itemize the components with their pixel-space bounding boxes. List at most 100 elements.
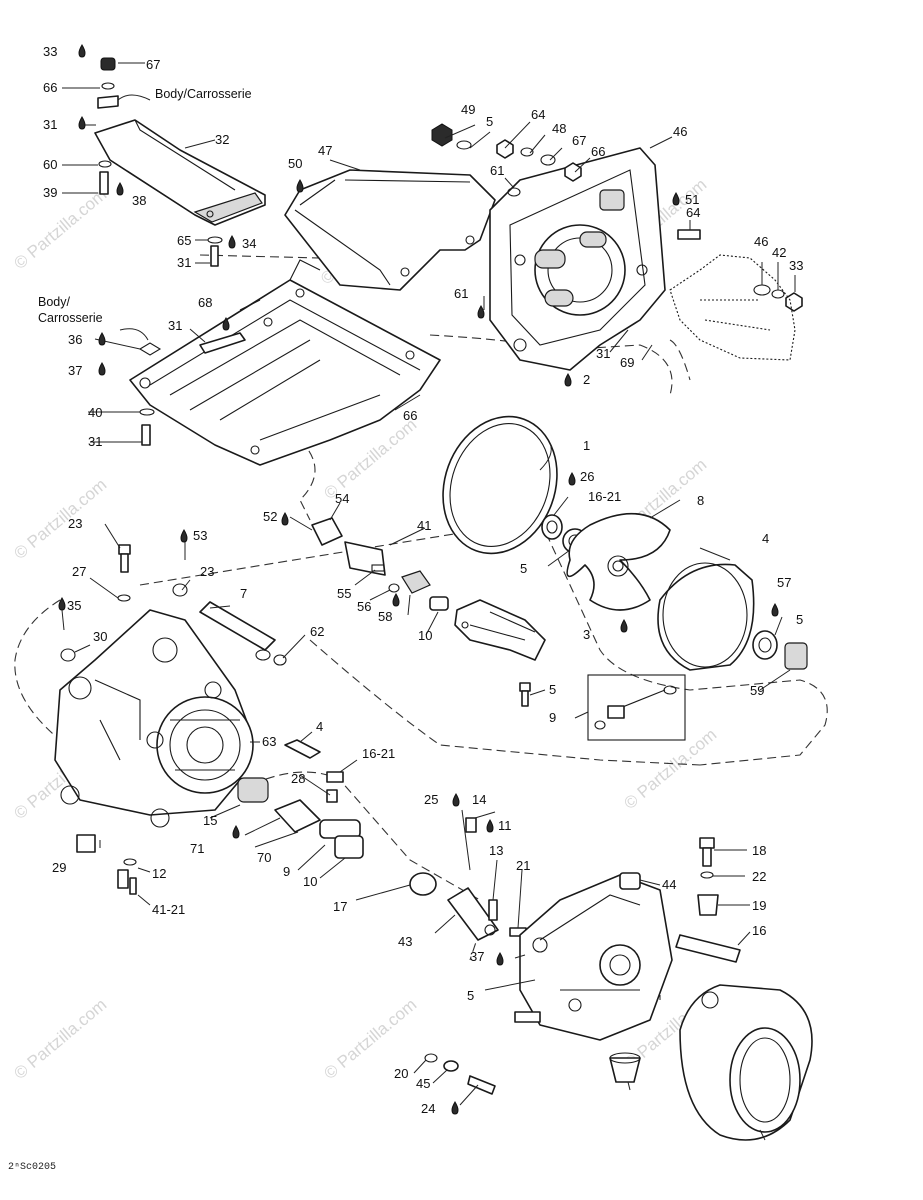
callout-label: 31 [596, 346, 610, 361]
callout-label: 50 [288, 156, 302, 171]
callout-label: 26 [580, 469, 594, 484]
callout-label: 34 [242, 236, 256, 251]
callout-label: 67 [572, 133, 586, 148]
callout-label: 13 [489, 843, 503, 858]
drop-icon [180, 529, 188, 543]
callout-label: 65 [177, 233, 191, 248]
drop-icon [392, 593, 400, 607]
engine-mount-sketch [669, 254, 796, 361]
callout-label: 45 [416, 1076, 430, 1091]
watermark: © Partzilla.com [620, 725, 720, 813]
callout-label: 8 [697, 493, 704, 508]
drop-icon [98, 332, 106, 346]
callout-label: 39 [43, 185, 57, 200]
callout-label: 66 [403, 408, 417, 423]
linkage-kit-56 [587, 674, 686, 741]
callout-label: 15 [203, 813, 217, 828]
callout-label: 68 [198, 295, 212, 310]
screw-58 [519, 682, 531, 707]
strip-42 [199, 332, 246, 354]
callout-label: 9 [283, 864, 290, 879]
callout-label: 52 [263, 509, 277, 524]
callout-label: 22 [752, 869, 766, 884]
callout-label: 18 [752, 843, 766, 858]
callout-label: 5 [467, 988, 474, 1003]
callout-label: 37 [68, 363, 82, 378]
callout-label: 2 [583, 372, 590, 387]
callout-label: 55 [337, 586, 351, 601]
callout-label: 28 [291, 771, 305, 786]
fastener-cluster-right [431, 123, 803, 312]
callout-label: 66 [591, 144, 605, 159]
callout-label: 46 [754, 234, 768, 249]
drop-icon [232, 825, 240, 839]
drop-icon [78, 116, 86, 130]
cover-panel-34 [284, 169, 496, 291]
drop-icon [452, 793, 460, 807]
drop-icon [771, 603, 779, 617]
seal-ring-69 [442, 415, 558, 555]
drop-icon [296, 179, 304, 193]
callout-label: 47 [318, 143, 332, 158]
callout-label: 20 [394, 1066, 408, 1081]
callout-label: 3 [583, 627, 590, 642]
leader-lines [61, 62, 796, 1141]
callout-label: 54 [335, 491, 349, 506]
callout-label: 40 [88, 405, 102, 420]
nozzle-13 [447, 887, 499, 941]
callout-label: 64 [686, 205, 700, 220]
callout-label: 59 [750, 683, 764, 698]
callout-label: 35 [67, 598, 81, 613]
bearing-3-4 [752, 630, 808, 670]
callout-label: 23 [68, 516, 82, 531]
pin-shaft-27 [60, 583, 287, 666]
callout-label: 71 [190, 841, 204, 856]
callout-label: 63 [262, 734, 276, 749]
callout-label: 14 [472, 792, 486, 807]
drop-icon [98, 362, 106, 376]
callout-label: 31 [88, 434, 102, 449]
drop-icon [620, 619, 628, 633]
callout-label: 53 [193, 528, 207, 543]
sealant-drop-icons [58, 44, 779, 1115]
callout-label: 61 [490, 163, 504, 178]
callout-label: 5 [486, 114, 493, 129]
callout-label: 48 [552, 121, 566, 136]
venturi-17 [514, 874, 673, 1041]
shaft-assembly-28 [237, 777, 364, 859]
drop-icon [451, 1101, 459, 1115]
callout-label: 66 [43, 80, 57, 95]
fastener-stack-mid [138, 342, 162, 446]
callout-label: 4 [762, 531, 769, 546]
drop-icon [78, 44, 86, 58]
callout-label: 60 [43, 157, 57, 172]
callout-label: 31 [177, 255, 191, 270]
watermark: © Partzilla.com [10, 475, 110, 563]
callout-label: 67 [146, 57, 160, 72]
callout-label: 4 [316, 719, 323, 734]
note-body-left-2: Carrosserie [38, 311, 103, 325]
watermark: © Partzilla.com [10, 185, 110, 273]
callout-label: 64 [531, 107, 545, 122]
callout-label: 57 [777, 575, 791, 590]
callout-label: 33 [43, 44, 57, 59]
callout-label: 1 [583, 438, 590, 453]
callout-label: 16-21 [362, 746, 395, 761]
drop-icon [564, 373, 572, 387]
small-fittings-62-63 [284, 739, 344, 803]
callout-label: 41 [417, 518, 431, 533]
callout-label: 17 [333, 899, 347, 914]
fastener-stack-top [97, 57, 223, 267]
callout-label: 16 [752, 923, 766, 938]
callout-label: 33 [789, 258, 803, 273]
callout-label: 24 [421, 1101, 435, 1116]
housing-7 [54, 609, 254, 828]
note-body-top: Body/Carrosserie [155, 87, 252, 101]
callout-label: 58 [378, 609, 392, 624]
drop-icon [281, 512, 289, 526]
callout-label: 51 [685, 192, 699, 207]
callout-label: 12 [152, 866, 166, 881]
callout-label: 10 [418, 628, 432, 643]
bracket-32 [94, 119, 266, 226]
callout-label: 10 [303, 874, 317, 889]
